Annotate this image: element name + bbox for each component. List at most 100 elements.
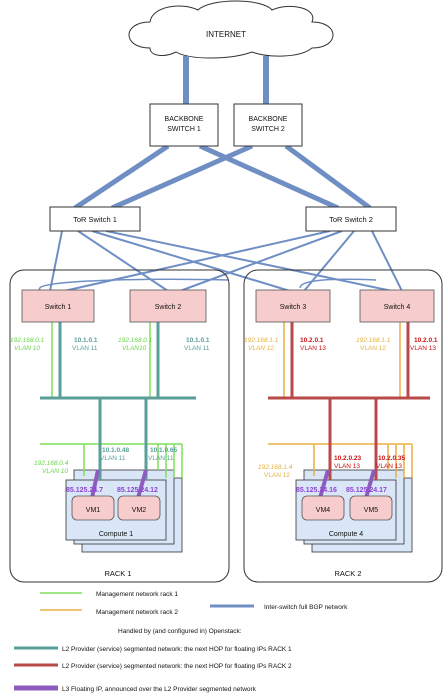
vm-4: VM4 xyxy=(301,495,345,521)
vm-1: VM1 xyxy=(71,495,115,521)
bb1-tor1-link xyxy=(73,143,170,211)
sw2-l2-vlan: VLAN 11 xyxy=(184,345,210,352)
backbone-switch-1-line2: SWITCH 1 xyxy=(167,126,201,133)
sw2-mgmt-ip: 192.168.0.1 xyxy=(118,337,153,344)
tor1-sw4-link xyxy=(105,230,393,292)
vm-2: VM2 xyxy=(117,495,161,521)
compute-1-label: Compute 1 xyxy=(99,531,133,538)
sw1-l2-vlan: VLAN 11 xyxy=(72,345,98,352)
backbone-switch-1-box xyxy=(149,103,219,147)
switch-3: Switch 3 xyxy=(255,289,331,323)
tor-switch-2-label: ToR Switch 2 xyxy=(329,215,373,224)
switch-1-label: Switch 1 xyxy=(45,304,72,311)
legend-bgp-text: Inter-switch full BGP network xyxy=(264,604,348,611)
sw4-mgmt-vlan: VLAN 12 xyxy=(360,345,386,352)
vm-2-label: VM2 xyxy=(132,507,147,514)
vm5-floating-link xyxy=(364,469,376,499)
backbone-switch-2-line1: BACKBONE xyxy=(249,116,288,123)
c4-l2a-ip: 10.2.0.23 xyxy=(334,455,361,462)
vm-2-ip: 85.125.24.12 xyxy=(117,487,158,494)
bgp-links xyxy=(38,56,403,292)
c4-l2b-vlan: VLAN 13 xyxy=(376,463,402,470)
cloud-shape xyxy=(128,0,334,59)
c4-mgmt-vlan: VLAN 12 xyxy=(264,472,290,479)
rack-1-box xyxy=(9,269,230,583)
c1-mgmt-vlan: VLAN 10 xyxy=(42,468,68,475)
internet-label: INTERNET xyxy=(206,30,246,39)
l2-rack1-lines xyxy=(40,322,196,480)
tor2-sw2-link xyxy=(179,230,343,292)
tor2-sw4-link xyxy=(371,230,403,292)
tor1-sw3-link xyxy=(91,230,291,292)
backbone-switch-1-line1: BACKBONE xyxy=(165,116,204,123)
sw3-mgmt-vlan: VLAN 12 xyxy=(248,345,274,352)
switch-3-label: Switch 3 xyxy=(280,304,307,311)
sw1-mgmt-ip: 192.168.0.1 xyxy=(10,337,45,344)
switch-4-box xyxy=(359,289,435,323)
legend-l2-rack2-text: L2 Provider (service) segmented network:… xyxy=(62,663,292,670)
vm-5: VM5 xyxy=(349,495,393,521)
c4-l2b-ip: 10.2.0.35 xyxy=(378,455,405,462)
sw1-sw2-link xyxy=(38,278,229,291)
bb2-tor1-link xyxy=(110,143,254,211)
vm-5-ip: 85.125.24.17 xyxy=(346,487,387,494)
c1-l2a-vlan: VLAN 11 xyxy=(100,455,126,462)
backbone-switch-2: BACKBONE SWITCH 2 xyxy=(233,103,303,147)
vm-4-label: VM4 xyxy=(316,507,331,514)
internet-cloud: INTERNET xyxy=(128,0,334,59)
tor-switch-2-box xyxy=(305,206,397,232)
sw4-l2-vlan: VLAN 13 xyxy=(410,345,436,352)
vm-1-label: VM1 xyxy=(86,507,101,514)
switch-4: Switch 4 xyxy=(359,289,435,323)
vm-1-ip: 85.125.24.7 xyxy=(66,487,103,494)
vm2-floating-link xyxy=(136,469,148,499)
mgmt-rack1-lines xyxy=(40,322,183,478)
sw3-l2-vlan: VLAN 13 xyxy=(300,345,326,352)
c1-l2b-vlan: VLAN 11 xyxy=(148,455,174,462)
sw3-mgmt-ip: 192.168.1.1 xyxy=(244,337,279,344)
compute-4-label: Compute 4 xyxy=(329,531,363,538)
sw2-mgmt-vlan: VLAN10 xyxy=(122,345,147,352)
sw3-sw4-link xyxy=(299,278,377,289)
tor-switch-2: ToR Switch 2 xyxy=(305,206,397,232)
backbone-switch-2-line2: SWITCH 2 xyxy=(251,126,285,133)
switch-2-label: Switch 2 xyxy=(155,304,182,311)
sw1-l2-ip: 10.1.0.1 xyxy=(74,337,98,344)
switch-2-box xyxy=(129,289,207,323)
switch-1-box xyxy=(21,289,95,323)
rack-1-label: RACK 1 xyxy=(104,569,131,578)
backbone-switch-2-box xyxy=(233,103,303,147)
legend: Management network rack 1 Management net… xyxy=(14,591,348,693)
sw1-mgmt-vlan: VLAN 10 xyxy=(14,345,40,352)
vm4-floating-link xyxy=(318,469,330,499)
switch-1: Switch 1 xyxy=(21,289,95,323)
switch-3-box xyxy=(255,289,331,323)
tor-switch-1-label: ToR Switch 1 xyxy=(73,215,117,224)
vm-2-box xyxy=(117,495,161,521)
legend-mgmt-rack1-text: Management network rack 1 xyxy=(96,591,178,598)
sw4-l2-ip: 10.2.0.1 xyxy=(414,337,438,344)
legend-l3-text: L3 Floating IP, announced over the L2 Pr… xyxy=(62,686,257,693)
vm-4-ip: 85.125.24.16 xyxy=(296,487,337,494)
legend-l2-rack1-text: L2 Provider (service) segmented network:… xyxy=(62,646,292,653)
c1-l2a-ip: 10.1.0.48 xyxy=(102,447,129,454)
bb1-tor2-link xyxy=(198,143,340,211)
c4-l2a-vlan: VLAN 13 xyxy=(334,463,360,470)
backbone-switch-1: BACKBONE SWITCH 1 xyxy=(149,103,219,147)
l2-rack2-lines xyxy=(268,322,430,480)
sw4-mgmt-ip: 192.168.1.1 xyxy=(356,337,391,344)
c4-mgmt-ip: 192.168.1.4 xyxy=(258,464,293,471)
legend-mgmt-rack2-text: Management network rack 2 xyxy=(96,609,178,616)
l3-floating-lines xyxy=(90,469,376,499)
rack-2-box xyxy=(243,269,443,583)
c1-mgmt-ip: 192.168.0.4 xyxy=(34,460,69,467)
tor-switch-1: ToR Switch 1 xyxy=(49,206,141,232)
tor2-sw1-link xyxy=(63,230,331,292)
sw3-l2-ip: 10.2.0.1 xyxy=(300,337,324,344)
rack-2-label: RACK 2 xyxy=(334,569,361,578)
vm-floating-ips: 85.125.24.7 85.125.24.12 85.125.24.16 85… xyxy=(66,487,387,494)
vm-5-label: VM5 xyxy=(364,507,379,514)
mgmt-rack2-lines xyxy=(268,322,413,478)
bb2-tor2-link xyxy=(284,143,372,211)
